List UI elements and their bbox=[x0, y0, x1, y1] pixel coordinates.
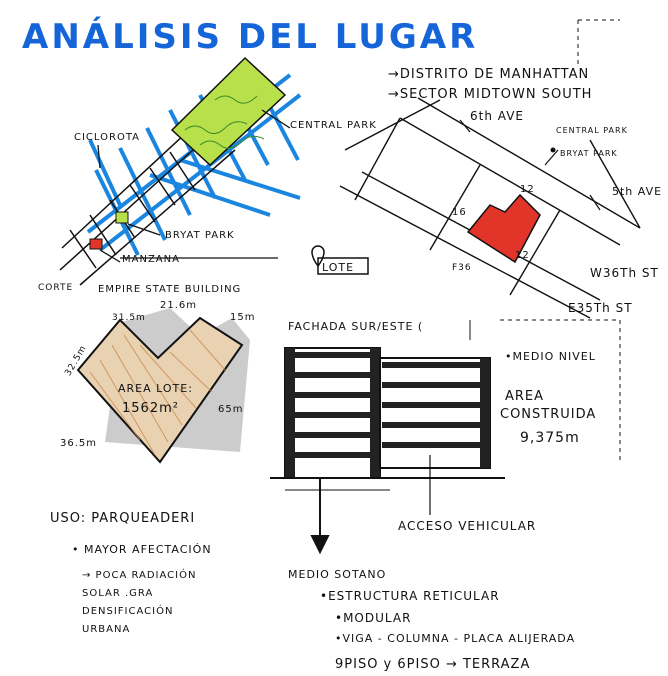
down-arrow-icon bbox=[310, 478, 330, 555]
f36-label: F36 bbox=[452, 263, 472, 273]
poca-radiacion: → POCA RADIACIÓN bbox=[82, 568, 196, 581]
densificacion: DENSIFICACIÓN bbox=[82, 604, 173, 617]
medio-nivel-label: •MEDIO NIVEL bbox=[505, 350, 596, 363]
fifth-ave-label: 5th AVE bbox=[612, 185, 662, 198]
dim-65: 65m bbox=[218, 404, 243, 415]
dim-12-top: 12 bbox=[520, 184, 535, 195]
lot-diagram: 31.5m 21.6m 15m 32.5m 65m 36.5m AREA LOT… bbox=[60, 300, 255, 464]
dim-12-bottom: 12 bbox=[515, 250, 530, 261]
empire-state-marker bbox=[89, 238, 103, 250]
acceso-vehicular-label: ACCESO VEHICULAR bbox=[398, 519, 536, 533]
manzana-label: MANZANA bbox=[122, 254, 180, 265]
context-map: CENTRAL PARK CICLOROTA BRYAT PARK MANZAN… bbox=[38, 56, 377, 295]
dim-36: 36.5m bbox=[60, 438, 97, 449]
viga-columna: •VIGA - COLUMNA - PLACA ALIJERADA bbox=[335, 632, 575, 645]
estructura-reticular: •ESTRUCTURA RETICULAR bbox=[320, 589, 500, 603]
pisos-terraza: 9PISO y 6PISO → TERRAZA bbox=[335, 657, 530, 672]
legend-bullet-icon bbox=[550, 147, 556, 153]
sector-label: →SECTOR MIDTOWN SOUTH bbox=[388, 87, 592, 102]
modular: •MODULAR bbox=[335, 611, 411, 625]
area-construida-line1: AREA bbox=[505, 389, 544, 404]
area-construida-line2: CONSTRUIDA bbox=[500, 407, 596, 422]
facade-label: FACHADA SUR/ESTE ( bbox=[288, 320, 423, 333]
empire-state-label: EMPIRE STATE BUILDING bbox=[98, 284, 241, 295]
dim-16: 16 bbox=[452, 207, 467, 218]
dim-15: 15m bbox=[230, 312, 255, 323]
medio-sotano-label: MEDIO SOTANO bbox=[288, 568, 386, 581]
area-construida-value: 9,375m bbox=[520, 430, 580, 446]
notes: USO: PARQUEADERI • MAYOR AFECTACIÓN → PO… bbox=[50, 511, 575, 672]
sixth-ave-label: 6th AVE bbox=[470, 109, 524, 123]
area-lote-label: AREA LOTE: bbox=[118, 382, 193, 395]
sheet-title: ANÁLISIS DEL LUGAR bbox=[22, 16, 478, 57]
lot-footprint bbox=[466, 193, 541, 264]
solar-gra: SOLAR .GRA bbox=[82, 588, 153, 599]
w36-street-label: W36Th ST bbox=[590, 266, 659, 280]
central-park-area bbox=[170, 56, 287, 167]
corte-label: CORTE bbox=[38, 283, 73, 293]
legend-central-park: CENTRAL PARK bbox=[556, 126, 628, 135]
ciclorota-label: CICLOROTA bbox=[74, 132, 140, 143]
central-park-label: CENTRAL PARK bbox=[290, 120, 377, 131]
bryant-park-marker bbox=[115, 211, 129, 224]
dim-31: 31.5m bbox=[112, 313, 146, 323]
e35-street-label: E35Th ST bbox=[568, 301, 633, 315]
uso-label: USO: PARQUEADERI bbox=[50, 511, 195, 526]
location-pin-icon bbox=[311, 245, 325, 268]
urbana: URBANA bbox=[82, 624, 130, 635]
mayor-afectacion: • MAYOR AFECTACIÓN bbox=[72, 543, 212, 556]
block-plan: 6th AVE 5th AVE CENTRAL PARK BRYAT PARK … bbox=[339, 19, 662, 319]
district-label: →DISTRITO DE MANHATTAN bbox=[388, 67, 589, 82]
lote-label: LOTE bbox=[322, 261, 354, 274]
facade-elevation: FACHADA SUR/ESTE ( bbox=[270, 319, 621, 581]
dim-21: 21.6m bbox=[160, 300, 197, 311]
area-lote-value: 1562m² bbox=[122, 401, 179, 416]
bryant-park-label: BRYAT PARK bbox=[165, 230, 235, 241]
legend-bryant-park: BRYAT PARK bbox=[560, 149, 618, 158]
